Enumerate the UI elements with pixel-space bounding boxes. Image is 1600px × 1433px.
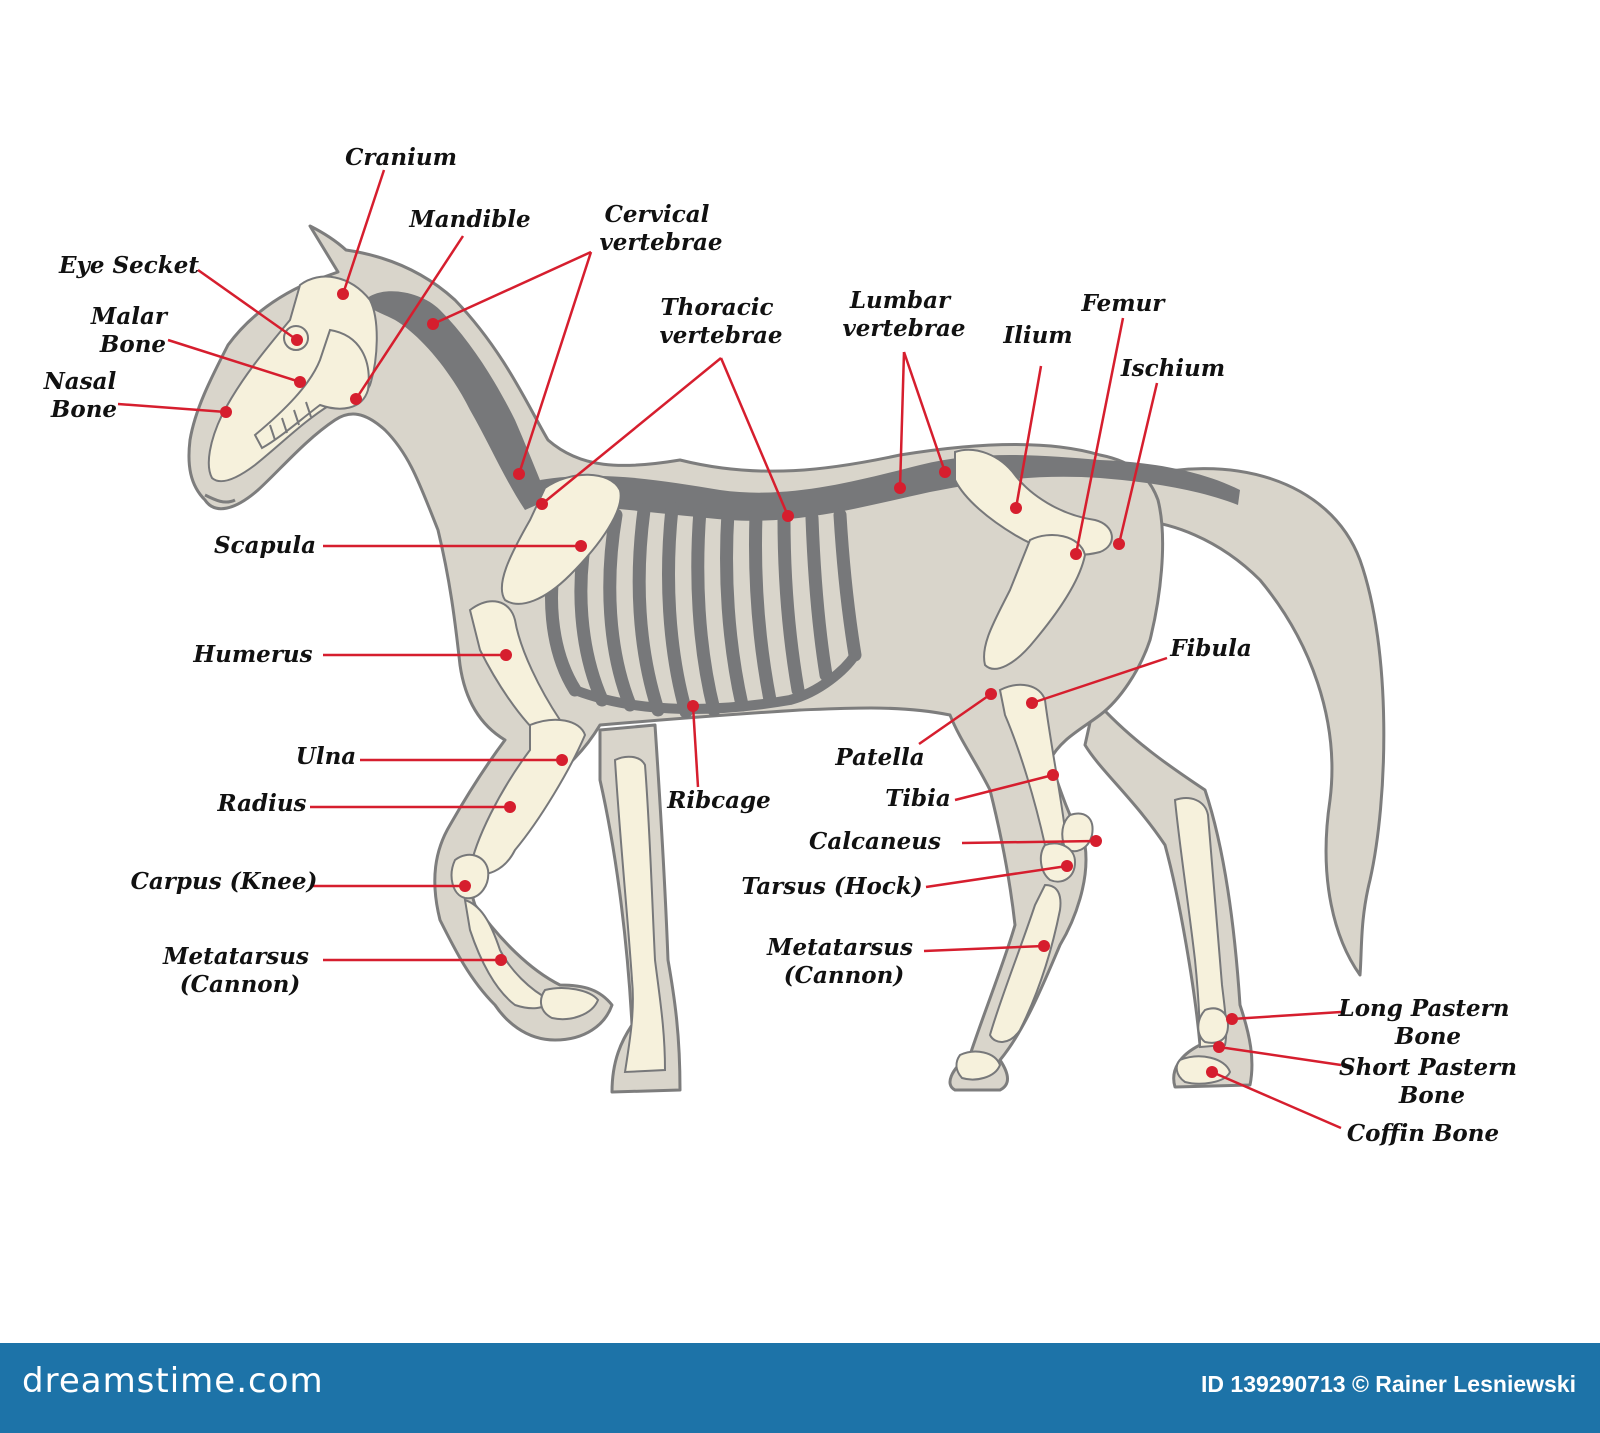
leader-lines [117,169,1342,1130]
hoof-hind [955,1050,1002,1081]
dot-metatarsus-hind [1038,940,1050,952]
brand-logo[interactable]: dreamstime.com [22,1361,324,1401]
dot-ischium [1113,538,1125,550]
label-fibula: Fibula [1169,635,1252,662]
image-credit: ID 139290713 © Rainer Lesniewski [1201,1371,1576,1397]
label-tarsus: Tarsus (Hock) [741,873,922,900]
label-patella: Patella [834,744,924,771]
dot-fibula [1026,697,1038,709]
footer-bar: dreamstime.com ID 139290713 © Rainer Les… [0,1343,1600,1433]
dot-coffin [1206,1066,1218,1078]
pastern-far-hind [1197,1007,1230,1044]
label-radius: Radius [216,790,306,817]
cannon-hind [988,883,1062,1043]
coffin-far-hind [1175,1055,1232,1085]
dot-carpus [459,880,471,892]
dot-metatarsus-front [495,954,507,966]
dot-patella [985,688,997,700]
label-carpus: Carpus (Knee) [131,868,318,895]
hock-bones [1039,842,1077,883]
dot-tibia [1047,769,1059,781]
neck-vertebrae [365,291,548,510]
hoof-front [539,987,600,1020]
dot-humerus [500,649,512,661]
label-long-pastern-bone: Long Pastern Bone [1338,995,1518,1050]
label-scapula: Scapula [214,532,316,559]
label-femur: Femur [1081,290,1167,317]
label-thoracic-vertebrae: Thoracic vertebrae [659,294,782,349]
dot-malar [294,376,306,388]
tail [1126,467,1386,977]
dot-femur [1070,548,1082,560]
dot-nasal [220,406,232,418]
dot-ribcage [687,700,699,712]
dot-thoracic-1 [536,498,548,510]
dot-radius [504,801,516,813]
label-cervical-vertebrae: Cervical vertebrae [599,201,722,256]
label-ulna: Ulna [296,743,356,770]
labels: Cranium Mandible Cervical vertebrae Eye … [43,144,1525,1147]
calcaneus-bone [1061,812,1094,853]
dot-ilium [1010,502,1022,514]
dot-lumbar-1 [894,482,906,494]
pelvis [954,448,1113,556]
horse-skeleton-diagram: Cranium Mandible Cervical vertebrae Eye … [43,144,1525,1147]
label-eye-socket: Eye Secket [58,252,199,279]
dot-cervical-2 [513,468,525,480]
label-cranium: Cranium [345,144,457,171]
label-metatarsus-front: Metatarsus (Cannon) [162,943,317,998]
label-short-pastern-bone: Short Pastern Bone [1339,1054,1525,1109]
spine [365,291,1240,521]
label-humerus: Humerus [192,641,312,668]
skull-details [269,325,312,441]
carpus-front [450,853,490,900]
dot-mandible [350,393,362,405]
label-calcaneus: Calcaneus [809,828,941,855]
dot-calcaneus [1090,835,1102,847]
label-coffin-bone: Coffin Bone [1347,1120,1499,1147]
label-metatarsus-hind: Metatarsus (Cannon) [766,934,921,989]
dot-lumbar-2 [939,466,951,478]
dot-ulna [556,754,568,766]
mandible-bone [253,328,370,450]
label-ilium: Ilium [1002,322,1072,349]
label-ribcage: Ribcage [666,787,771,814]
label-malar-bone: Malar Bone [90,303,175,358]
marker-dots [220,288,1238,1078]
back-vertebrae [540,455,1240,521]
dot-cranium [337,288,349,300]
label-ischium: Ischium [1120,355,1225,382]
label-mandible: Mandible [408,206,530,233]
dot-thoracic-2 [782,510,794,522]
dot-short-pastern [1213,1041,1225,1053]
dot-eye-socket [291,334,303,346]
dot-long-pastern [1226,1013,1238,1025]
scapula-bone [500,473,622,605]
label-nasal-bone: Nasal Bone [43,368,125,423]
label-tibia: Tibia [885,785,951,812]
label-lumbar-vertebrae: Lumbar vertebrae [842,287,965,342]
dot-cervical-1 [427,318,439,330]
dot-scapula [575,540,587,552]
dot-tarsus [1061,860,1073,872]
far-front-leg-bones [613,755,667,1074]
sternum [573,652,860,714]
